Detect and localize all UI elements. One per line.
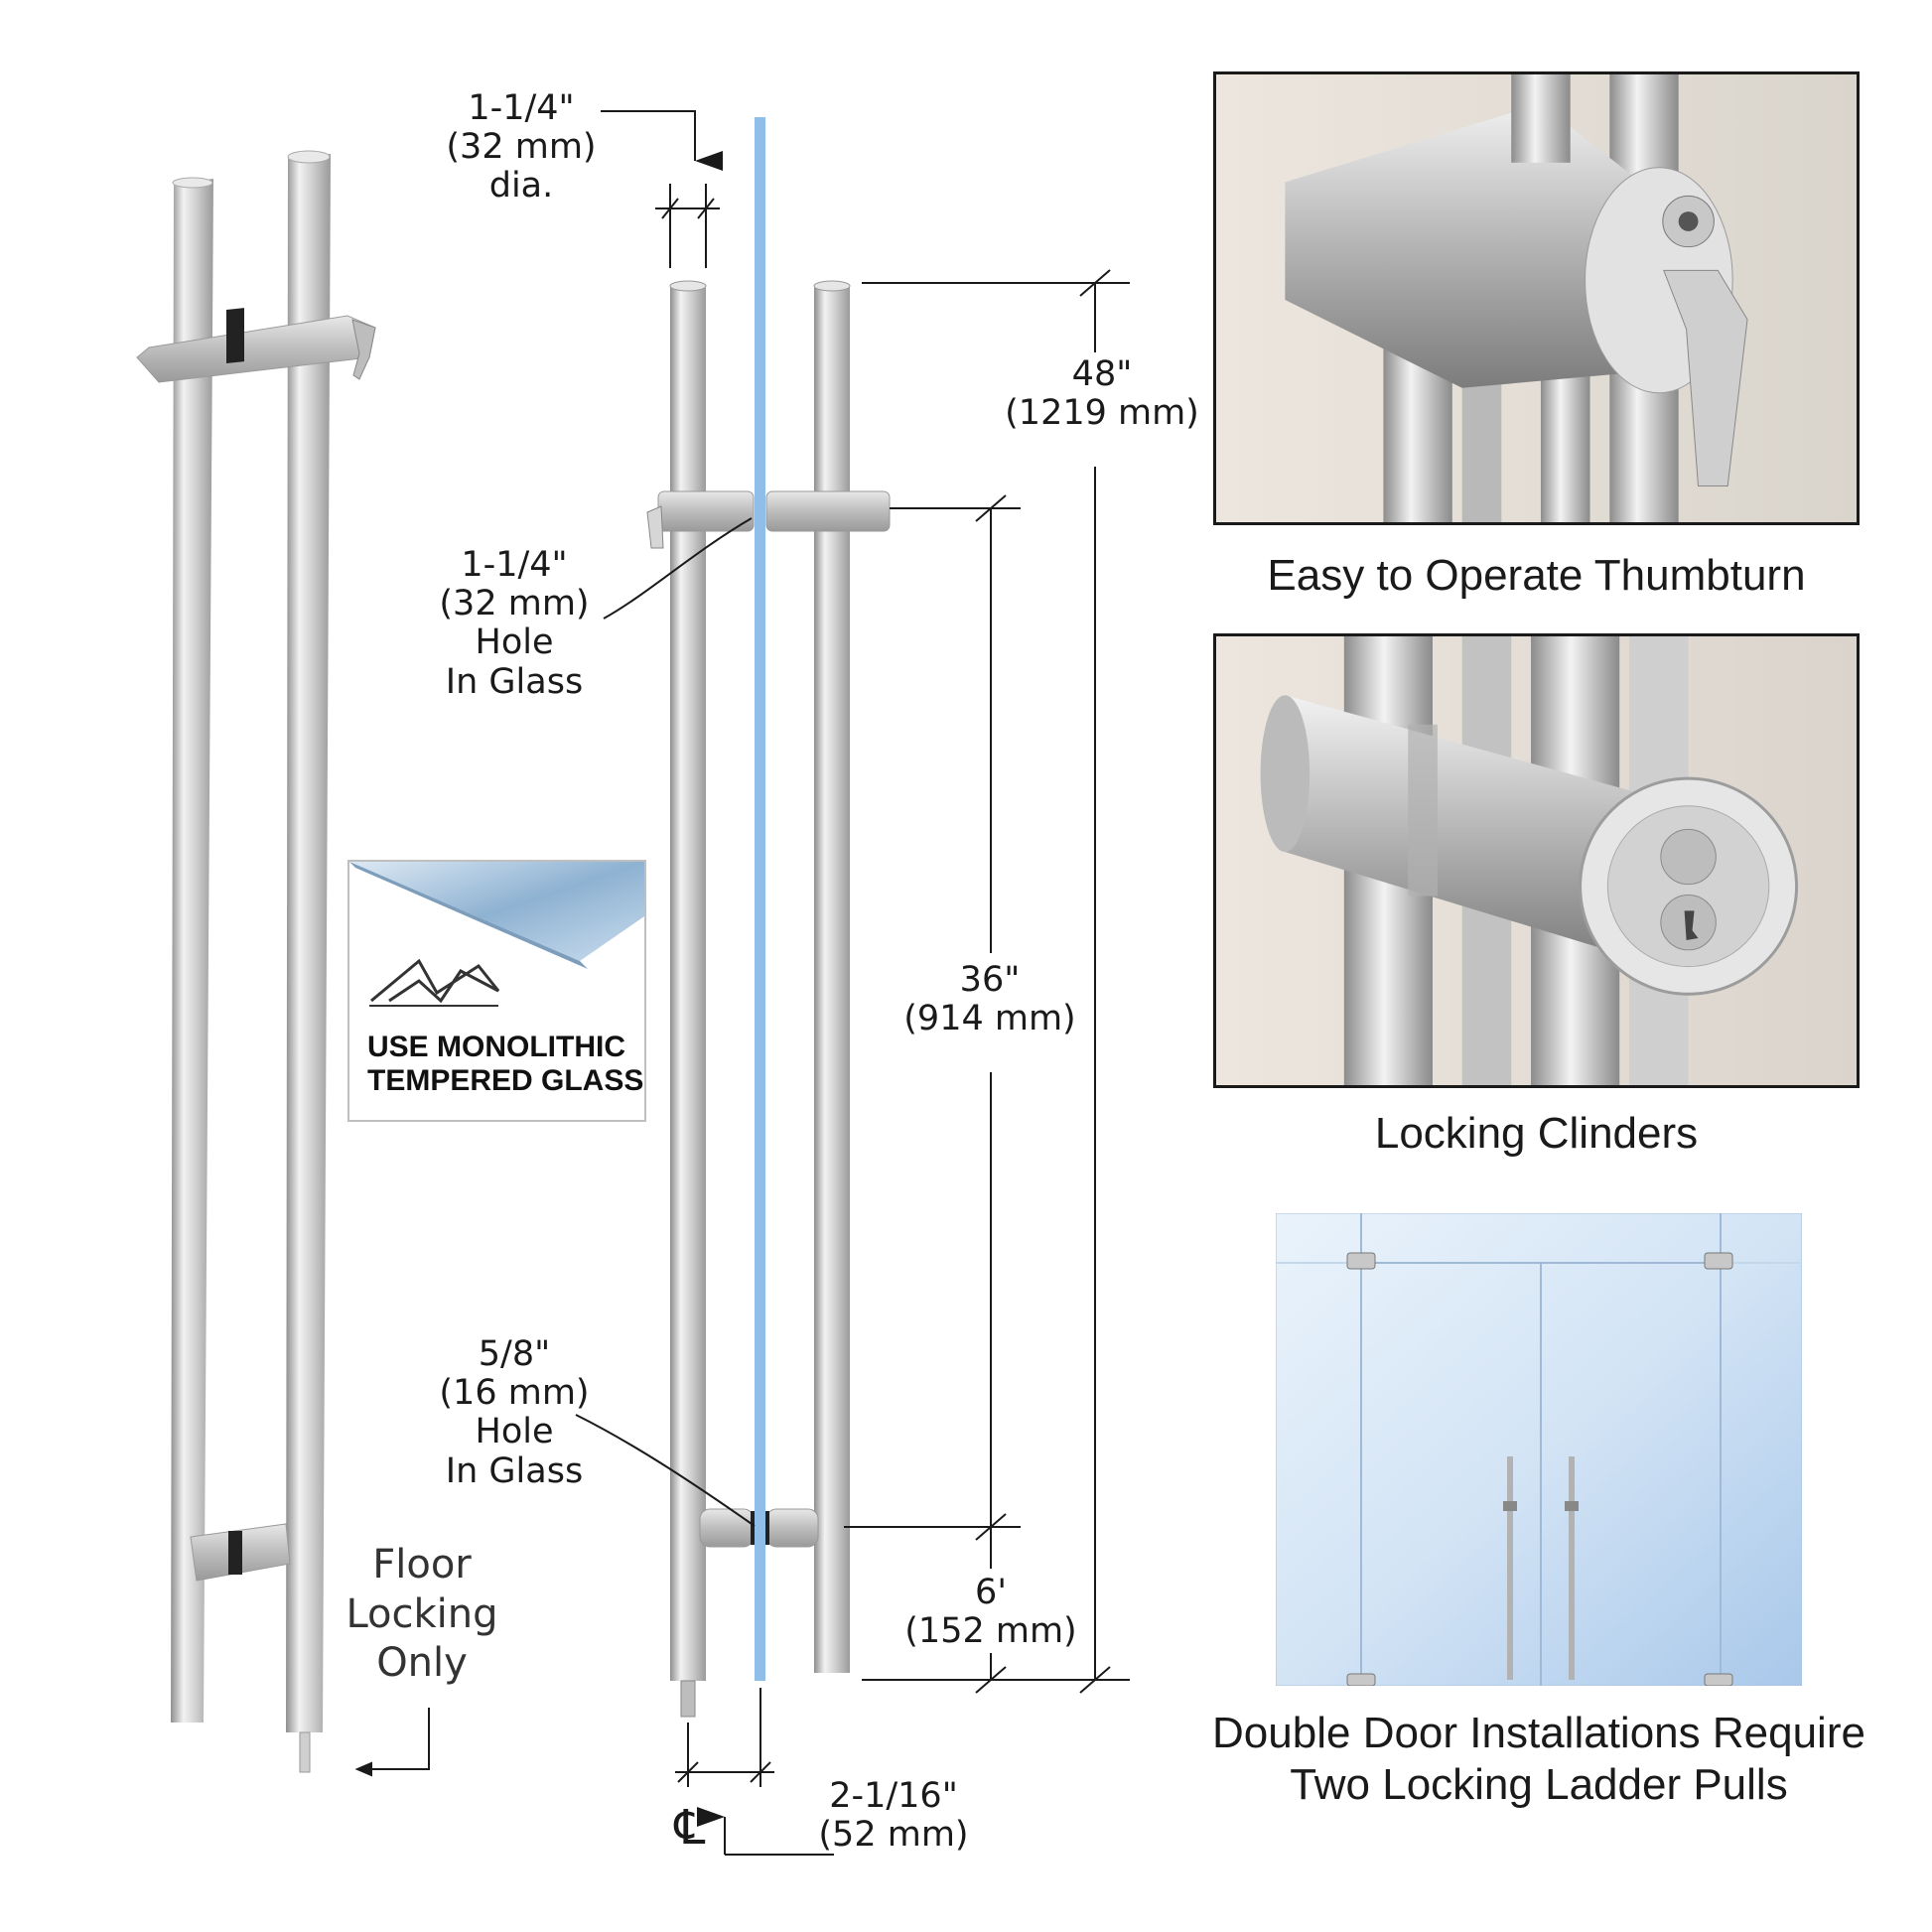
double-door-line1: Double Door Installations Require <box>1212 1709 1865 1757</box>
ladder-pull-perspective <box>136 150 376 1773</box>
overall-length-label: 48" (1219 mm) <box>1003 354 1201 434</box>
hole-top-metric: (32 mm) <box>439 584 590 624</box>
thumbturn-image <box>1216 74 1857 522</box>
center-imperial: 36" <box>959 960 1021 1000</box>
thumbturn-caption: Easy to Operate Thumbturn <box>1267 551 1806 600</box>
dimension-lines <box>354 110 1130 1856</box>
thumbturn-photo <box>1213 71 1860 525</box>
floor-line2: Locking <box>345 1590 498 1637</box>
hole-top-imperial: 1-1/4" <box>461 545 568 585</box>
hole-bottom-line3: Hole <box>475 1412 554 1452</box>
hole-bottom-imperial: 5/8" <box>478 1334 551 1374</box>
hole-bottom-label: 5/8" (16 mm) Hole In Glass <box>415 1334 614 1491</box>
bottom-offset-metric: (152 mm) <box>904 1611 1077 1652</box>
hole-bottom-metric: (16 mm) <box>439 1373 590 1414</box>
dia-top-extra: dia. <box>488 166 554 207</box>
double-door-line2: Two Locking Ladder Pulls <box>1290 1759 1788 1809</box>
floor-line3: Only <box>376 1640 468 1687</box>
center-length-label: 36" (914 mm) <box>886 960 1094 1039</box>
double-door-image <box>1275 1212 1803 1687</box>
glass-offset-label: 2-1/16" (52 mm) <box>794 1776 993 1856</box>
hole-top-line4: In Glass <box>445 661 584 702</box>
glass-offset-metric: (52 mm) <box>818 1815 969 1856</box>
cylinder-image <box>1216 636 1857 1085</box>
double-door-illustration <box>1275 1212 1803 1687</box>
overall-imperial: 48" <box>1071 354 1133 394</box>
bottom-offset-label: 6' (152 mm) <box>892 1573 1090 1652</box>
hole-bottom-line4: In Glass <box>445 1450 584 1491</box>
hole-top-label: 1-1/4" (32 mm) Hole In Glass <box>415 545 614 702</box>
glass-note-text: USE MONOLITHIC TEMPERED GLASS <box>367 1031 643 1097</box>
double-door-caption: Double Door Installations Require Two Lo… <box>1196 1708 1881 1811</box>
dia-top-metric: (32 mm) <box>446 127 597 168</box>
dia-top-label: 1-1/4" (32 mm) dia. <box>422 88 621 207</box>
glass-pane-icon <box>349 862 644 1007</box>
centerline-symbol: ℄ <box>674 1800 706 1856</box>
glass-note-line1: USE MONOLITHIC <box>367 1031 625 1063</box>
glass-offset-imperial: 2-1/16" <box>829 1776 958 1816</box>
dia-top-imperial: 1-1/4" <box>468 88 575 128</box>
hole-top-line3: Hole <box>475 622 554 663</box>
center-metric: (914 mm) <box>903 999 1076 1039</box>
cylinder-caption: Locking Clinders <box>1374 1109 1699 1158</box>
ladder-pull-elevation <box>646 117 891 1718</box>
bottom-offset-imperial: 6' <box>975 1573 1007 1612</box>
cylinder-photo <box>1213 633 1860 1088</box>
floor-locking-label: Floor Locking Only <box>328 1541 516 1689</box>
glass-note-line2: TEMPERED GLASS <box>367 1063 644 1097</box>
glass-note-badge: USE MONOLITHIC TEMPERED GLASS <box>347 860 646 1122</box>
floor-line1: Floor <box>372 1542 472 1587</box>
overall-metric: (1219 mm) <box>1005 393 1199 434</box>
